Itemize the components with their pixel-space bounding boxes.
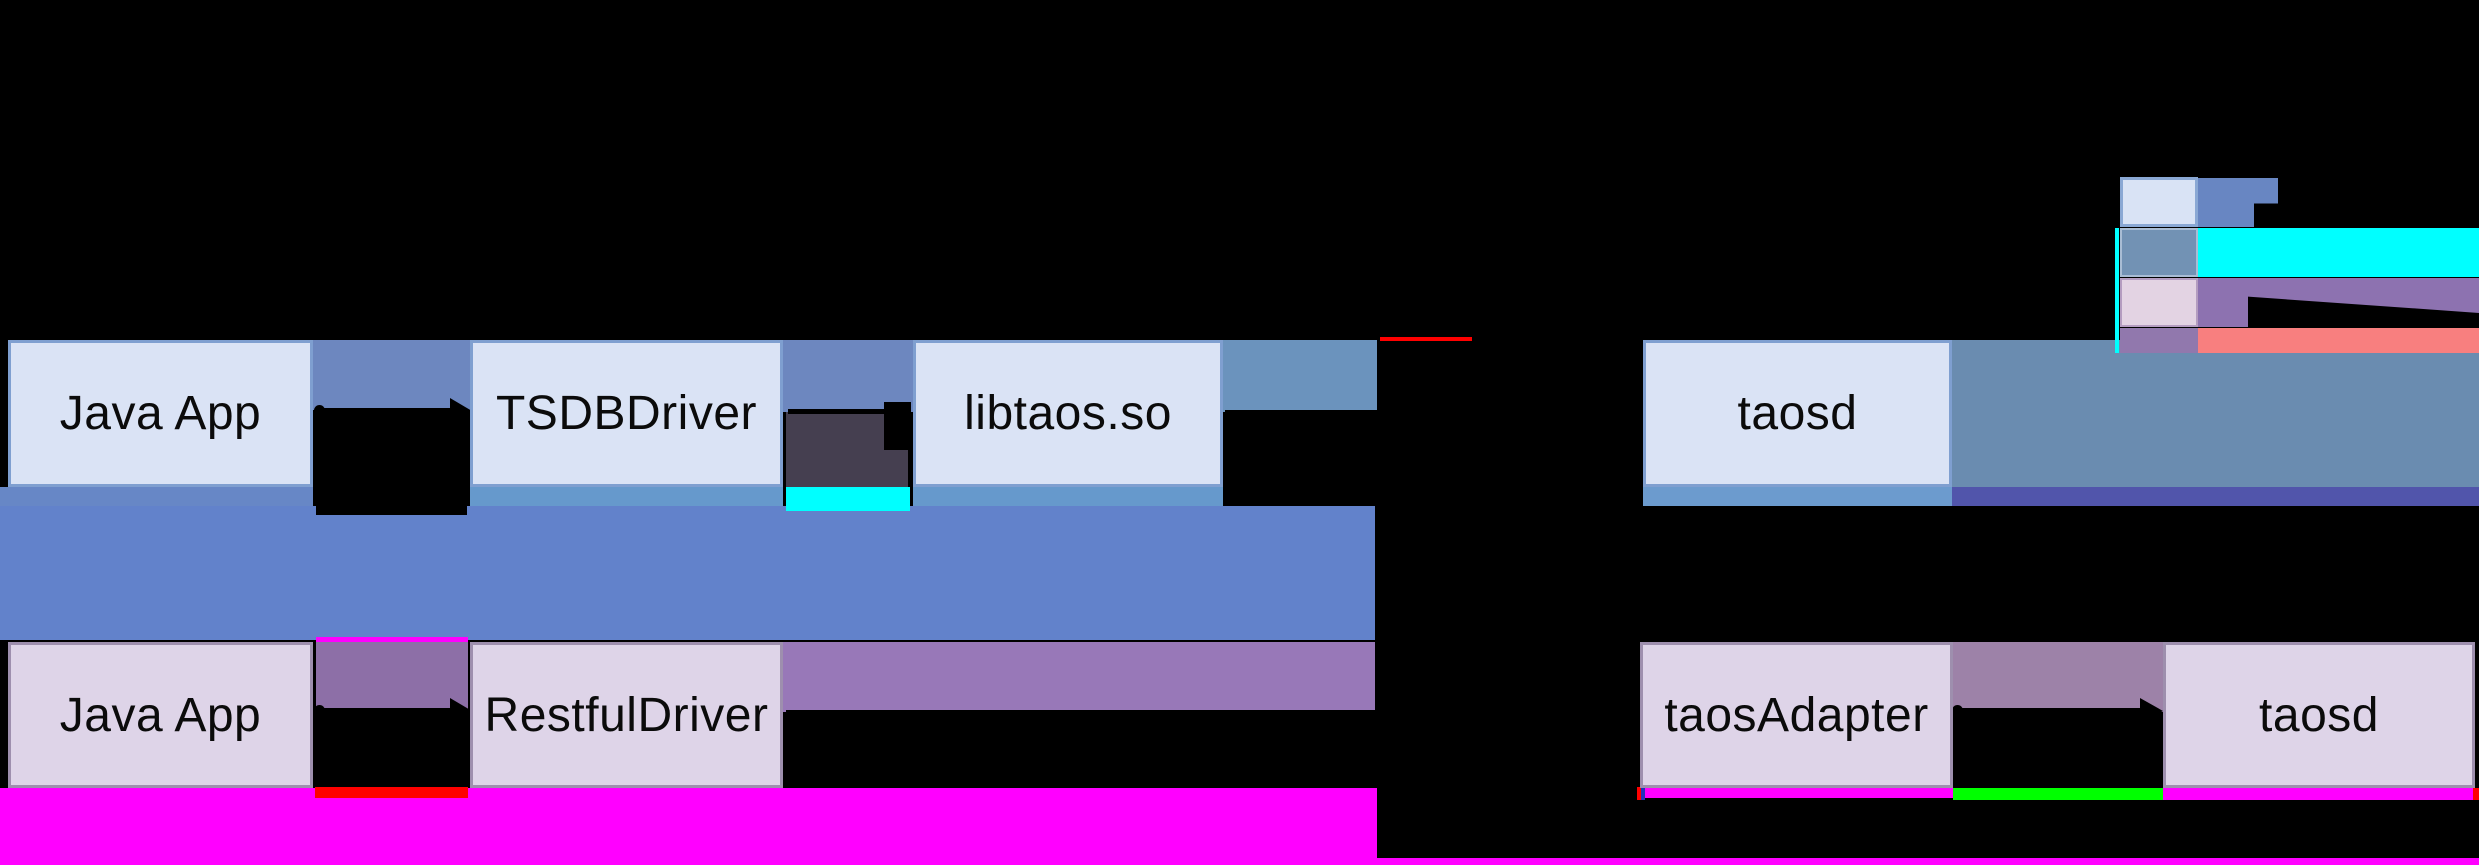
arrow-javaapp-to-tsdbdriver [318, 408, 452, 413]
magenta-strip-under-taosadapter [1640, 788, 1953, 798]
node-tsdbdriver: TSDBDriver [470, 340, 783, 487]
server-container-indigo-strip [1952, 487, 2479, 506]
steel-block-right-of-libtaos [1223, 340, 1377, 412]
arrow2-head-icon [884, 402, 911, 450]
red-strip-under-rest-gap1 [315, 787, 468, 798]
green-strip-under-rest-gap-right [1953, 788, 2163, 800]
red-tick-taosd2 [2473, 788, 2479, 800]
legend-swatch-steel [2120, 228, 2198, 277]
arrow-libtaos-to-taosd [1225, 410, 1620, 415]
node-java-app-jni: Java App [8, 340, 313, 487]
jni-gap1-fill [313, 340, 470, 410]
jni-gap2-fill [783, 340, 913, 412]
legend-band-blue [2198, 178, 2278, 227]
node-java-app-jni-label: Java App [59, 387, 262, 440]
node-java-app-rest: Java App [8, 642, 313, 788]
arrow-restfuldriver-to-taosadapter [786, 710, 1620, 715]
legend-band-salmon [2198, 328, 2479, 353]
corridor-red-segment [1380, 337, 1472, 341]
node-restfuldriver: RestfulDriver [470, 642, 783, 788]
rest-purple-strip [783, 642, 1375, 712]
node-taosadapter: taosAdapter [1640, 642, 1953, 788]
rest-gap1-fill [316, 642, 468, 712]
arrow-javaapp-to-restfuldriver [318, 708, 452, 713]
node-taosadapter-label: taosAdapter [1664, 688, 1929, 742]
node-java-app-rest-label: Java App [59, 688, 262, 742]
arrow-long-rest-head-icon [1618, 700, 1640, 726]
strip-under-tsdbdriver [470, 487, 783, 506]
node-restfuldriver-label: RestfulDriver [484, 688, 769, 742]
arrow-long-jni-head-icon [1618, 400, 1640, 426]
client-blue-band [0, 506, 1375, 640]
node-tsdbdriver-label: TSDBDriver [495, 387, 757, 440]
rest-gap-right-fill [1952, 642, 2163, 712]
legend-cyan-vline [2115, 228, 2119, 353]
legend-band-cyan [2198, 228, 2479, 277]
node-taosd-jni: taosd [1643, 340, 1952, 487]
red-tick-taosadapter [1637, 787, 1641, 800]
node-taosd-rest: taosd [2163, 642, 2475, 788]
strip-under-libtaos [913, 487, 1223, 506]
node-libtaos: libtaos.so [913, 340, 1223, 487]
legend-swatch-client-rest [2120, 278, 2198, 327]
cyan-strip-under-gap2 [786, 487, 910, 511]
node-taosd-rest-label: taosd [2259, 688, 2379, 742]
strip-under-taosd1 [1643, 487, 1952, 506]
magenta-strip-under-taosd2 [2163, 788, 2473, 800]
node-taosd-jni-label: taosd [1737, 387, 1858, 440]
arrow-tsdbdriver-to-libtaos [788, 409, 886, 414]
server-container [1952, 340, 2479, 487]
client-magenta-band [0, 788, 1377, 862]
blue-tick-taosadapter [1641, 787, 1645, 800]
jni-gap1-black-notch [316, 410, 467, 515]
rest-gap1-magenta-topline [316, 637, 468, 643]
strip-under-javaapp1 [0, 487, 313, 506]
bottom-magenta-line [0, 858, 2479, 865]
node-libtaos-label: libtaos.so [964, 387, 1172, 440]
legend-swatch-purple [2120, 328, 2198, 353]
arrow-taosadapter-to-taosd [1956, 708, 2142, 713]
legend-swatch-client-jni [2120, 177, 2198, 227]
